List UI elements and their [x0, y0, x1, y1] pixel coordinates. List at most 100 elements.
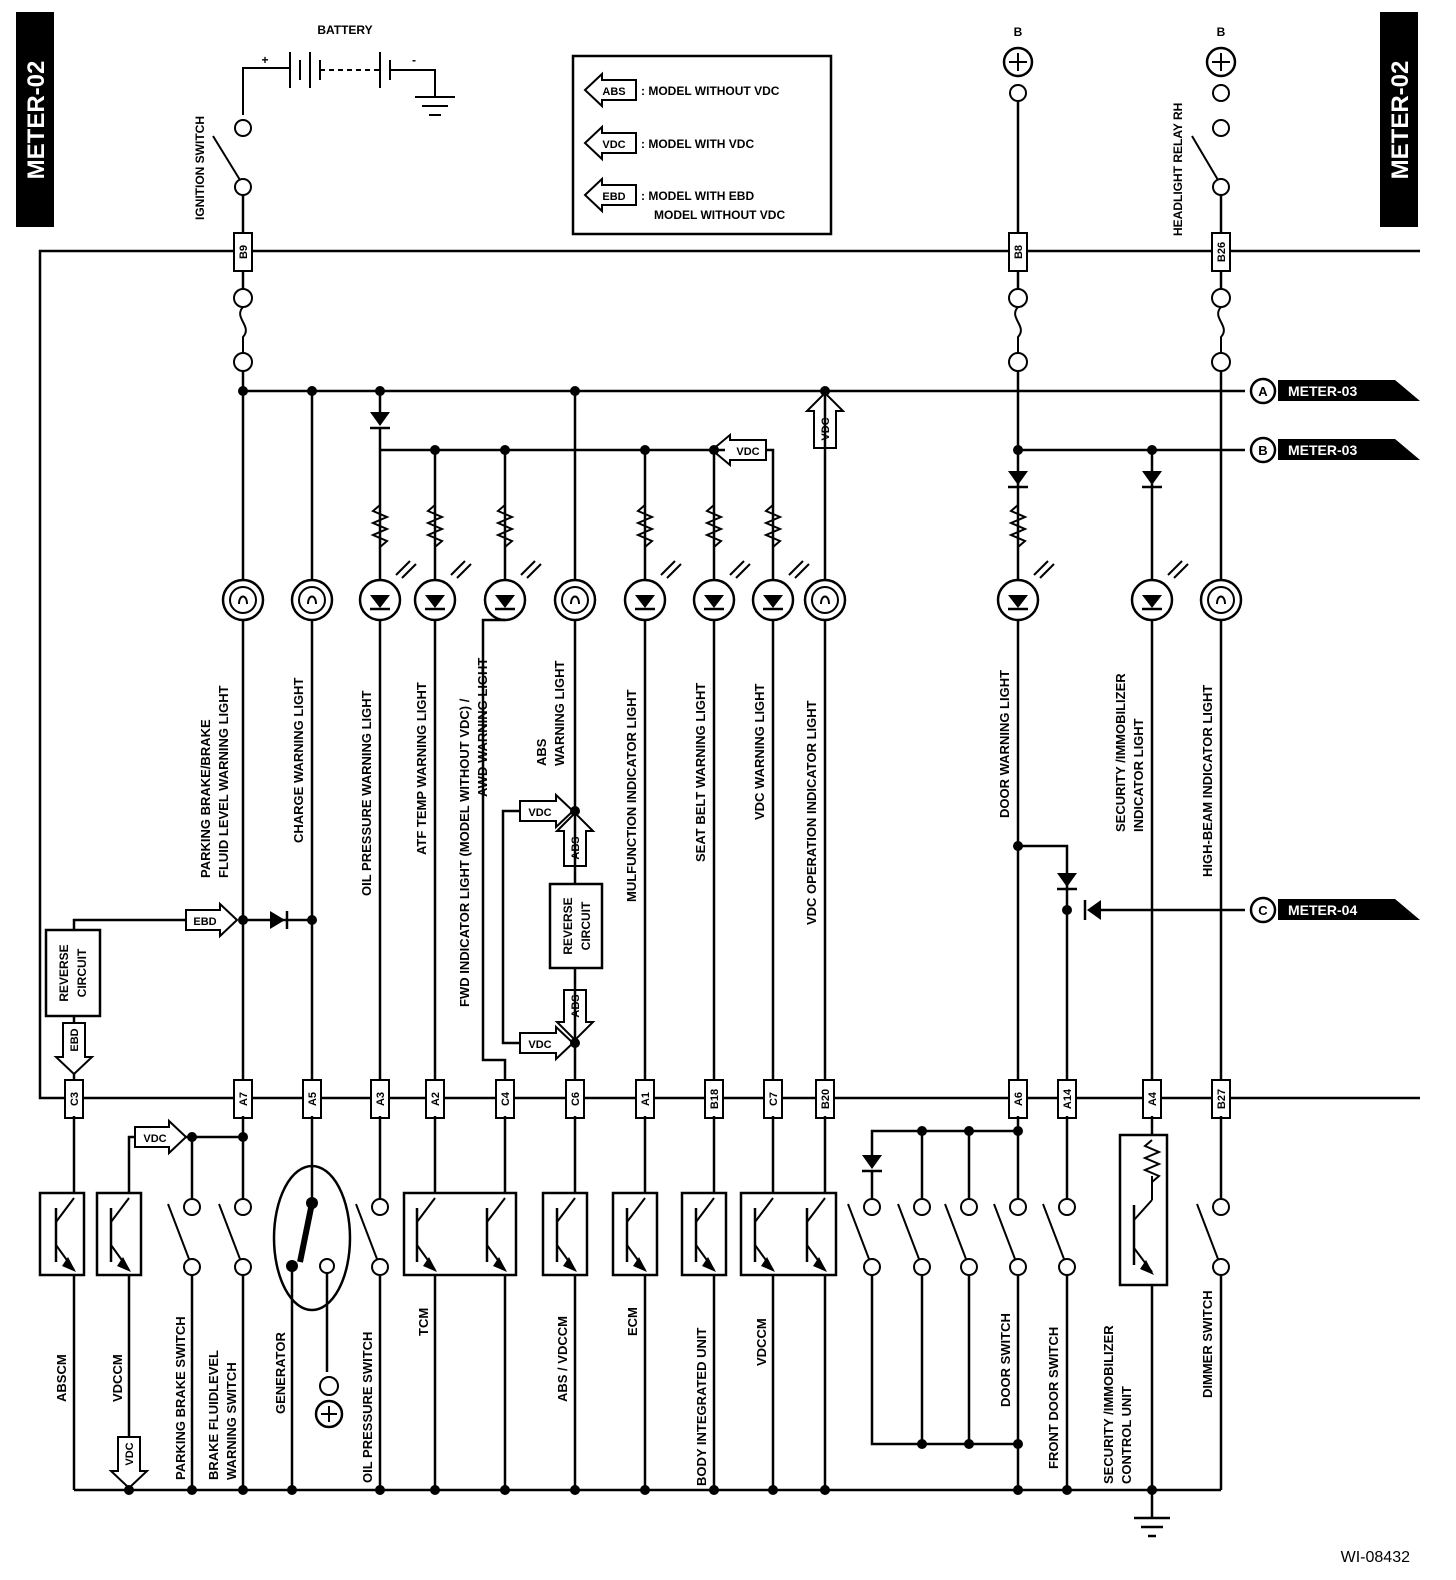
connector-a6: A6	[1008, 1079, 1028, 1119]
led-icon	[358, 578, 402, 622]
legend-item-ebd: EBD : MODEL WITH EBD MODEL WITHOUT VDC	[583, 176, 785, 222]
ref-b-label: METER-03	[1288, 442, 1357, 458]
led-icon	[623, 578, 667, 622]
reverse-circuits: REVERSE CIRCUIT REVERSE CIRCUIT	[44, 618, 604, 1098]
component-label-front-door-switch: FRONT DOOR SWITCH	[1046, 1327, 1061, 1469]
connector-b26: B26	[1211, 232, 1231, 272]
connector-b9: B9	[233, 232, 253, 272]
legend-text-ebd: : MODEL WITH EBD	[641, 189, 754, 203]
led-icon	[692, 578, 736, 622]
connector-label: C7	[768, 1092, 780, 1106]
light-label-high-beam: HIGH-BEAM INDICATOR LIGHT	[1200, 685, 1215, 877]
b-supply-left: B	[1002, 25, 1034, 233]
tcm-unit	[402, 1191, 518, 1277]
toggle-switch	[1196, 1198, 1230, 1276]
connector-b26-label: B26	[1216, 242, 1228, 262]
tag-vdc-seat-belt: VDC	[736, 446, 759, 458]
light-label-fwd-indicator: FWD INDICATOR LIGHT (MODEL WITHOUT VDC) …	[457, 698, 472, 1007]
connector-label: A4	[1147, 1091, 1159, 1106]
component-label-security-unit-1: SECURITY /IMMOBILIZER	[1101, 1325, 1116, 1484]
battery: BATTERY + -	[242, 23, 455, 116]
fuses	[233, 271, 1231, 391]
toggle-switch	[218, 1198, 252, 1276]
connector-label: A3	[375, 1092, 387, 1106]
bulb-icon	[221, 578, 265, 622]
connector-label: C4	[500, 1091, 512, 1106]
ref-meter-03-b: B METER-03	[1249, 436, 1420, 464]
tag-vdc-operation: VDC	[820, 417, 832, 440]
abs-vdccm-unit	[541, 1191, 589, 1277]
tag-vdc-abs-top: VDC	[528, 807, 551, 819]
reverse-circuit-1-line2: CIRCUIT	[579, 901, 593, 950]
connector-label: A2	[430, 1092, 442, 1106]
light-label-oil-pressure: OIL PRESSURE WARNING LIGHT	[359, 690, 374, 896]
vdccm-unit-1	[95, 1191, 143, 1277]
led-icon	[996, 578, 1040, 622]
ref-a-letter: A	[1258, 384, 1268, 399]
light-label-abs: ABS	[534, 738, 549, 766]
component-label-security-unit-2: CONTROL UNIT	[1119, 1386, 1134, 1484]
reverse-circuit-2-line2: CIRCUIT	[75, 948, 89, 997]
light-symbols	[221, 560, 1243, 622]
legend-text-vdc: : MODEL WITH VDC	[641, 137, 754, 151]
light-label-parking-brake: PARKING BRAKE/BRAKE	[198, 719, 213, 878]
connector-label: A1	[640, 1092, 652, 1106]
b-supply-right-label: B	[1217, 25, 1226, 39]
legend-text-abs: : MODEL WITHOUT VDC	[641, 84, 780, 98]
components-shapes	[38, 1133, 1230, 1287]
toggle-switch	[944, 1198, 978, 1276]
connector-label: A7	[238, 1092, 250, 1106]
connector-a14: A14	[1057, 1079, 1077, 1119]
bulb-icon	[803, 578, 847, 622]
toggle-switch	[897, 1198, 931, 1276]
tag-right-text: METER-02	[1387, 61, 1414, 180]
connector-c4: C4	[495, 1079, 515, 1119]
legend: ABS : MODEL WITHOUT VDC VDC : MODEL WITH…	[571, 54, 833, 236]
top-connectors: B9 B8 B26	[233, 232, 1231, 272]
ref-meter-04-c: C METER-04	[1249, 896, 1420, 924]
ref-a-label: METER-03	[1288, 383, 1357, 399]
component-label-dimmer-switch: DIMMER SWITCH	[1200, 1290, 1215, 1398]
light-label-parking-brake-2: FLUID LEVEL WARNING LIGHT	[216, 685, 231, 878]
connector-b9-label: B9	[238, 245, 250, 259]
headlight-relay-label: HEADLIGHT RELAY RH	[1171, 103, 1185, 236]
component-label-oil-pressure-switch: OIL PRESSURE SWITCH	[360, 1332, 375, 1483]
tag-ebd-bottom: EBD	[69, 1028, 81, 1051]
lower-wiring	[72, 1116, 1223, 1538]
connector-a2: A2	[425, 1079, 445, 1119]
connector-label: B20	[820, 1089, 832, 1109]
ref-c-label: METER-04	[1288, 902, 1357, 918]
component-labels: ABSCM VDCCM PARKING BRAKE SWITCH BRAKE F…	[54, 1290, 1215, 1486]
b-supply-left-label: B	[1014, 25, 1023, 39]
connector-label: B18	[709, 1089, 721, 1109]
generator	[272, 1164, 352, 1490]
connector-label: C6	[570, 1092, 582, 1106]
connector-a3: A3	[370, 1079, 390, 1119]
tag-left-text: METER-02	[23, 61, 50, 180]
tag-left: METER-02	[16, 12, 54, 227]
tag-abs-bottom: ABS	[570, 994, 582, 1017]
connector-label: A14	[1062, 1088, 1074, 1109]
reverse-circuit-1-line1: REVERSE	[561, 897, 575, 954]
light-label-security: SECURITY /IMMOBILIZER	[1113, 673, 1128, 832]
vdccm-unit-2	[739, 1191, 838, 1277]
battery-plus: +	[261, 53, 268, 67]
ignition-switch: IGNITION SWITCH	[193, 116, 252, 233]
light-label-security-2: INDICATOR LIGHT	[1131, 718, 1146, 832]
legend-tag-ebd: EBD	[602, 191, 625, 203]
bulb-icon	[1199, 578, 1243, 622]
ignition-switch-label: IGNITION SWITCH	[193, 116, 207, 220]
legend-text-ebd-2: MODEL WITHOUT VDC	[654, 208, 785, 222]
component-label-tcm: TCM	[416, 1308, 431, 1336]
distribution-wiring	[241, 371, 1245, 1173]
component-label-vdccm-2: VDCCM	[754, 1318, 769, 1366]
tag-vdc-vdccm-gnd: VDC	[124, 1442, 136, 1465]
connector-b8-label: B8	[1013, 245, 1025, 259]
connector-c7: C7	[763, 1079, 783, 1119]
light-label-charge: CHARGE WARNING LIGHT	[291, 678, 306, 843]
toggle-switch	[355, 1198, 389, 1276]
light-label-door-warning: DOOR WARNING LIGHT	[997, 670, 1012, 818]
toggle-switch	[993, 1198, 1027, 1276]
connector-label: B27	[1216, 1089, 1228, 1109]
